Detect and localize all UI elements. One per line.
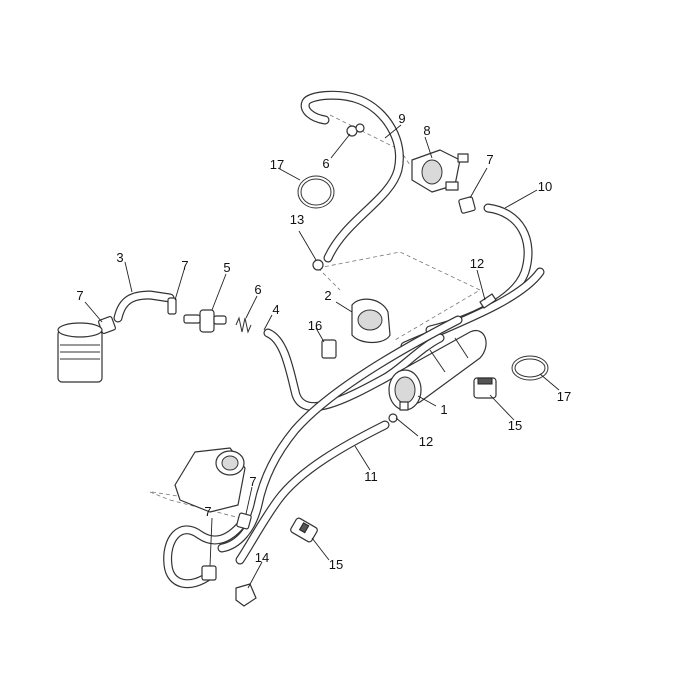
- callout-2: 2: [324, 288, 331, 303]
- bracket-part-14: [235, 583, 257, 607]
- callout-15-right: 15: [508, 418, 522, 433]
- check-valve-12-b: [388, 413, 398, 423]
- hose-10: [400, 203, 545, 351]
- callout-1: 1: [440, 402, 447, 417]
- callout-labels: 1 2 3 4 5 6 6 7 7 7 7 7 8 9 10 11 12 12 …: [76, 111, 571, 572]
- callout-16: 16: [308, 318, 322, 333]
- clamp-7-d: [236, 512, 252, 530]
- clamp-7-e: [201, 565, 217, 581]
- callout-5: 5: [223, 260, 230, 275]
- callout-15-lower: 15: [329, 557, 343, 572]
- callout-8: 8: [423, 123, 430, 138]
- hose-main-long: [217, 315, 463, 553]
- callout-12-top: 12: [470, 256, 484, 271]
- clamp-7-c: [458, 196, 476, 214]
- hose-clip-17-a: [297, 175, 335, 209]
- callout-17-top: 17: [270, 157, 284, 172]
- hose-lower-loop: [163, 515, 250, 589]
- callout-6-top: 6: [322, 156, 329, 171]
- callout-11: 11: [364, 469, 378, 484]
- callout-7-throttle: 7: [249, 474, 256, 489]
- valve-part-5: [183, 309, 227, 333]
- hose-3: [113, 290, 175, 323]
- hose-clip-17-b: [511, 355, 549, 381]
- clip-15-a: [473, 377, 497, 399]
- callout-13: 13: [290, 212, 304, 227]
- check-valve-12-a: [479, 293, 497, 309]
- clip-part-13: [312, 259, 324, 271]
- callout-9: 9: [398, 111, 405, 126]
- callout-14: 14: [255, 550, 269, 565]
- callout-12-bottom: 12: [419, 434, 433, 449]
- clamp-part-2: [351, 298, 391, 344]
- callout-6-left: 6: [254, 282, 261, 297]
- callout-7-top: 7: [486, 152, 493, 167]
- callout-7-lower: 7: [204, 504, 211, 519]
- filter-housing: [57, 322, 103, 383]
- clamp-7-b: [167, 297, 177, 315]
- callout-3: 3: [116, 250, 123, 265]
- leader-lines: [84, 124, 560, 589]
- canister-part-1: [388, 329, 487, 411]
- spring-part-6: [235, 316, 252, 334]
- clip-15-b: [290, 517, 318, 543]
- callout-10: 10: [538, 179, 552, 194]
- sleeve-part-16: [321, 339, 337, 359]
- callout-7-hose3: 7: [181, 258, 188, 273]
- callout-17-right: 17: [557, 389, 571, 404]
- callout-4: 4: [272, 302, 279, 317]
- throttle-body: [174, 447, 246, 513]
- hose-11: [235, 420, 390, 565]
- solenoid-valve-part-8: [411, 149, 469, 193]
- callout-7-filter: 7: [76, 288, 83, 303]
- clip-part-6: [346, 123, 365, 137]
- hose-9: [300, 90, 404, 263]
